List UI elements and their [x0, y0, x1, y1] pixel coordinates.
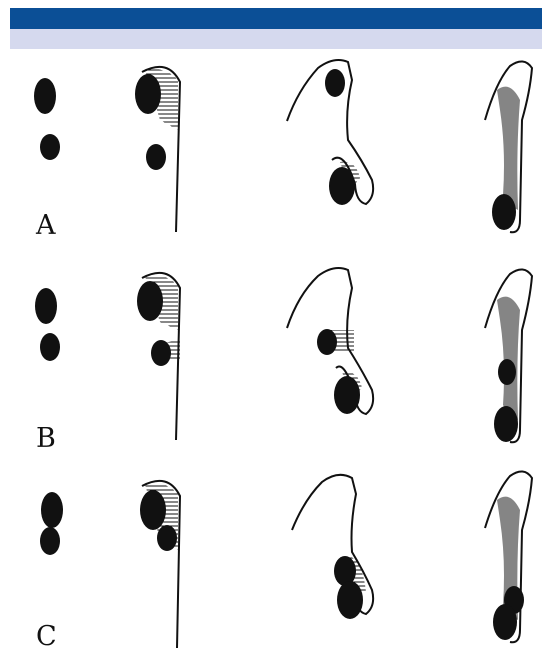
panel-a3-hook [287, 60, 373, 205]
row-b [35, 268, 532, 442]
row-label-c: C [36, 623, 57, 650]
dot-lower [157, 525, 177, 551]
dot-lower [492, 194, 516, 230]
dot-lower [329, 167, 355, 205]
dot-upper [35, 288, 57, 324]
panel-b2-line [137, 273, 180, 440]
row-a [34, 60, 532, 232]
dot-upper [317, 329, 337, 355]
dot-lower [146, 144, 166, 170]
dot-lower [337, 581, 363, 619]
dot-upper [41, 492, 63, 528]
panel-b1-dots [35, 288, 60, 361]
row-label-b: B [36, 425, 56, 452]
shading [497, 87, 520, 210]
panel-c3-hook [292, 475, 373, 619]
panel-b4-shaded [485, 269, 532, 442]
dot-lower [40, 134, 60, 160]
dot-lower [493, 604, 517, 640]
dot-upper [498, 359, 516, 385]
dot-lower [334, 376, 360, 414]
row-label-a: A [36, 212, 56, 239]
panel-c4-shaded [485, 471, 532, 642]
panel-a4-shaded [485, 61, 532, 232]
dot-upper [135, 74, 161, 114]
panel-a2-line [135, 67, 180, 232]
dot-upper [137, 281, 163, 321]
dot-upper [140, 490, 166, 530]
dot-upper [34, 78, 56, 114]
shading [497, 297, 520, 420]
dot-lower [40, 333, 60, 361]
panel-c2-line [140, 481, 180, 648]
dot-lower [151, 340, 171, 366]
panel-a1-dots [34, 78, 60, 160]
row-c [40, 471, 532, 648]
panel-b3-hook [287, 268, 373, 414]
panel-c1-dots [40, 492, 63, 555]
dot-lower [494, 406, 518, 442]
dot-upper [325, 69, 345, 97]
dot-lower [40, 527, 60, 555]
